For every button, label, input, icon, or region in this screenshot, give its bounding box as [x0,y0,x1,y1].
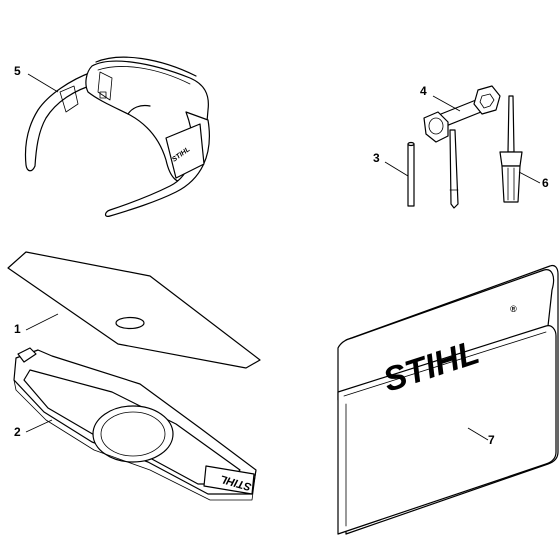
combination-wrench [423,85,501,209]
leader-5 [27,73,59,93]
safety-glasses: STIHL [24,56,210,217]
leader-4 [432,95,461,112]
callout-3: 3 [373,151,380,165]
callout-7: 7 [488,433,495,447]
callout-4: 4 [420,84,427,98]
callout-6: 6 [542,176,549,190]
tool-pouch: STIHL ® [337,264,559,535]
blade-guard: STIHL [13,347,257,501]
callout-5: 5 [14,64,21,78]
leader-1 [25,313,59,331]
callout-2: 2 [14,425,21,439]
blade [7,251,261,369]
screwdriver [499,95,523,203]
leader-2 [25,419,53,433]
leader-3 [384,161,409,177]
leader-6 [518,171,541,184]
callout-1: 1 [14,322,21,336]
pin [407,141,415,207]
leader-7 [467,427,489,441]
registered-mark: ® [510,304,517,314]
